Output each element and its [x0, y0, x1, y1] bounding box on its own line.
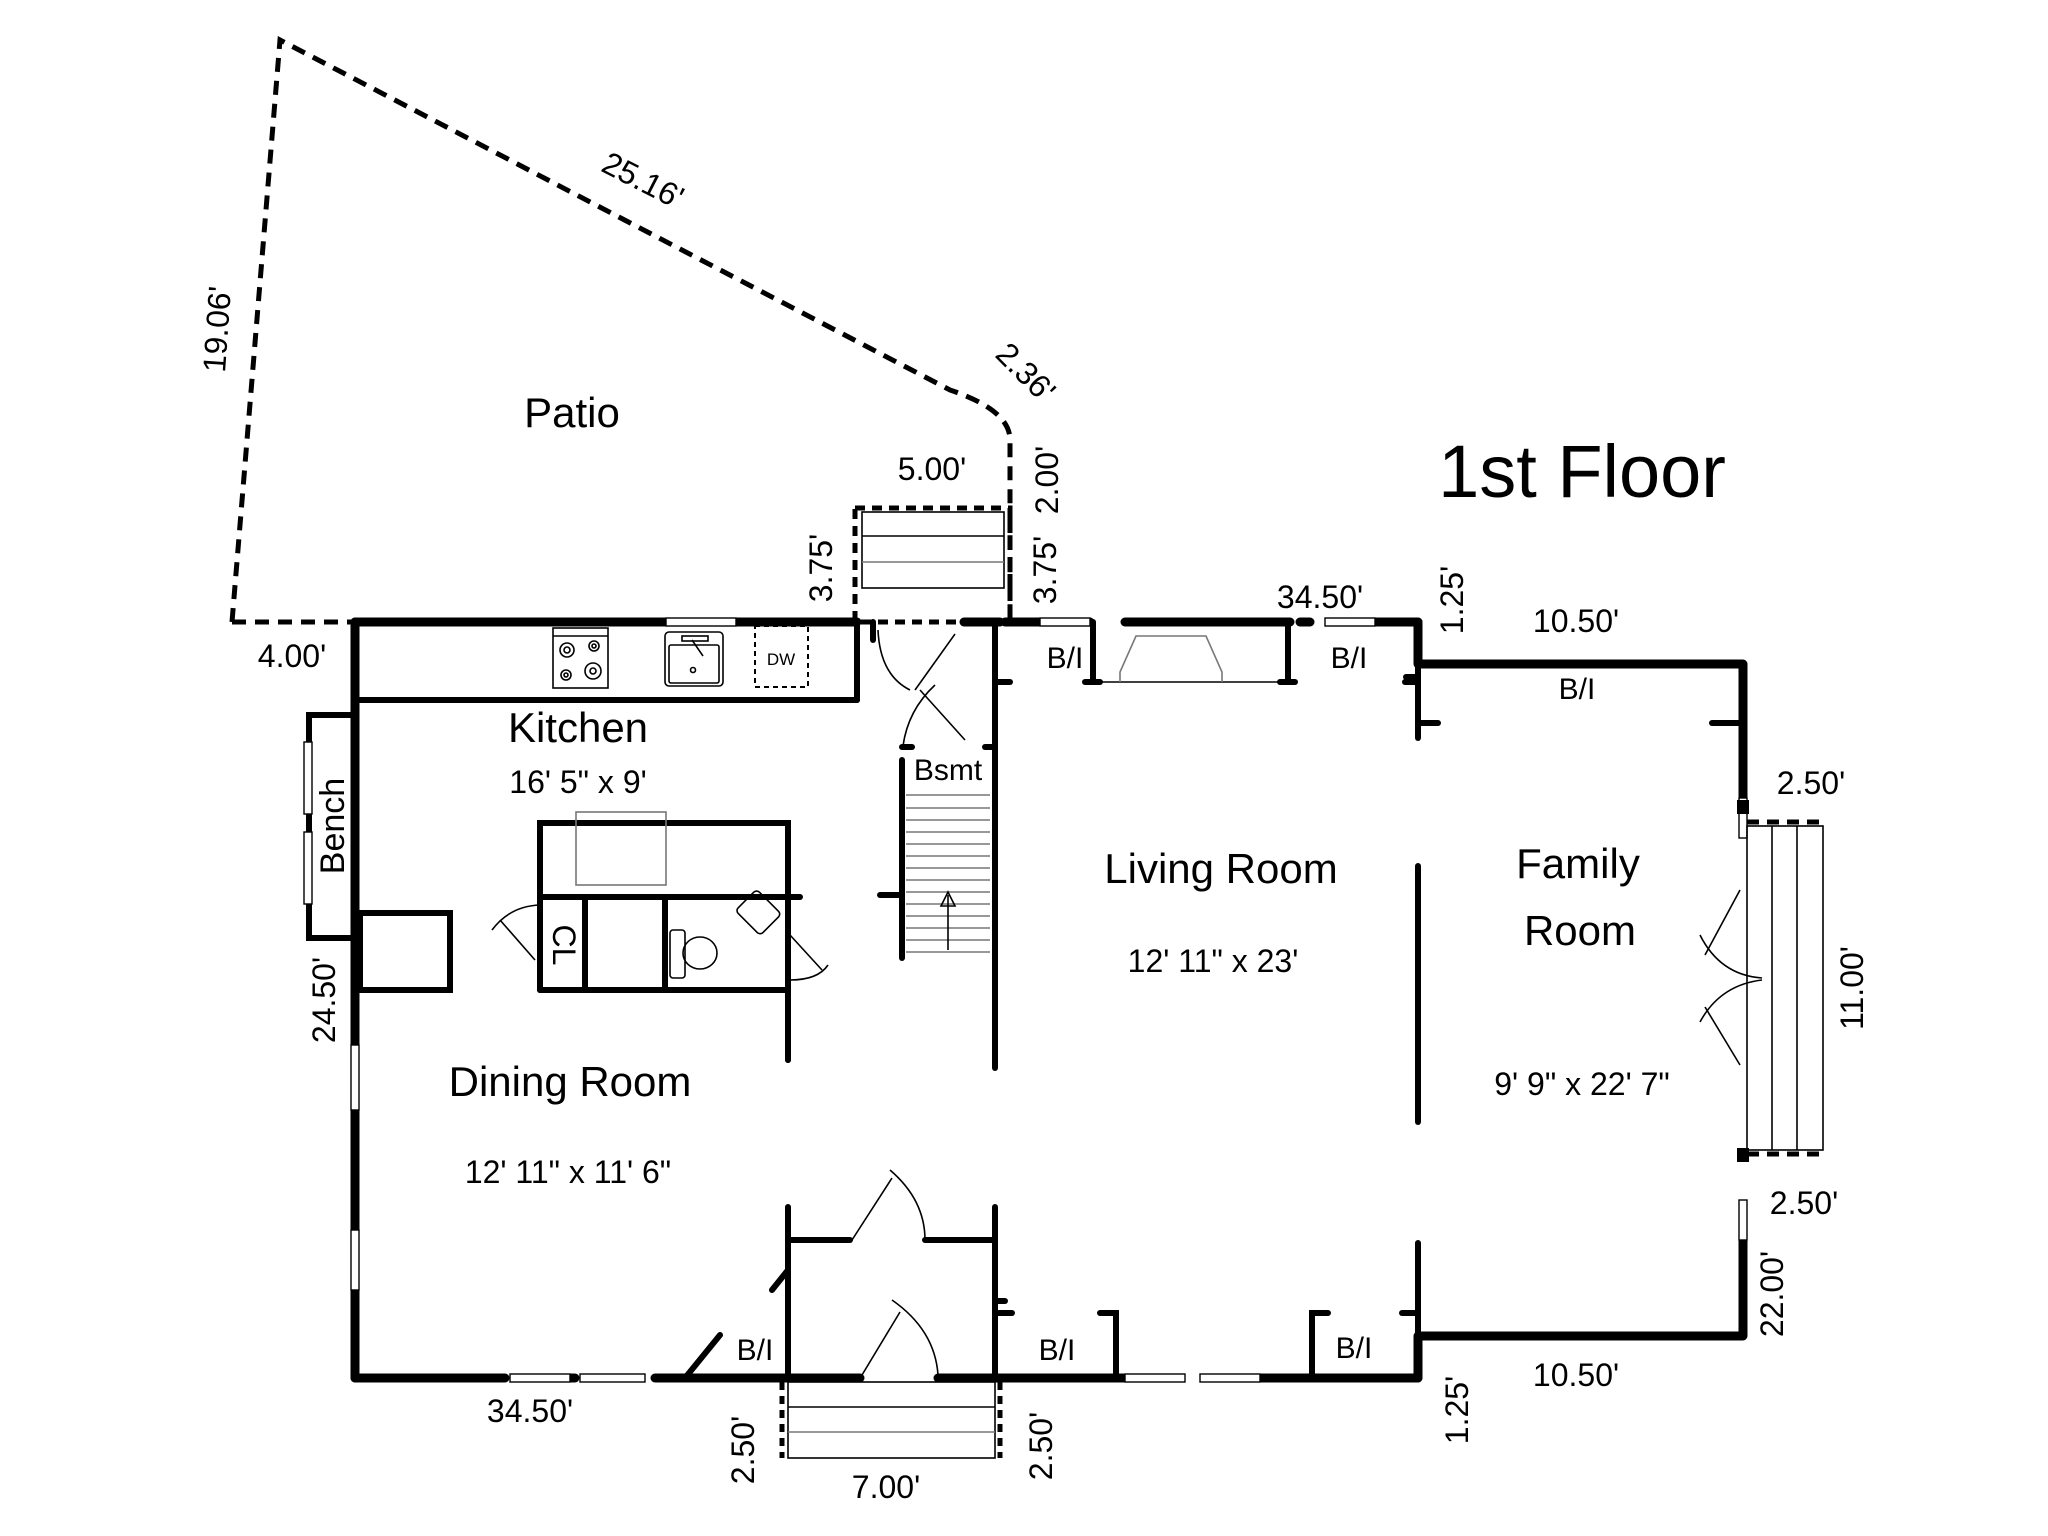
bench-label: Bench: [314, 778, 352, 874]
dim-back-step-width: 5.00': [898, 451, 966, 487]
kitchen-counter: [357, 619, 860, 703]
cabinet: [357, 910, 453, 993]
dim-patio-step-right: 2.00': [1029, 446, 1065, 514]
dim-front-step-right: 2.50': [1023, 1412, 1059, 1480]
dim-back-step-left: 3.75': [803, 534, 839, 602]
closet-label: CL: [546, 925, 582, 966]
bath-sink-icon: [736, 890, 781, 935]
built-in-label: B/I: [1047, 642, 1084, 675]
front-vestibule: [682, 1169, 1008, 1381]
dishwasher-label: DW: [767, 650, 795, 669]
dim-back-step-right: 3.75': [1027, 536, 1063, 604]
kitchen-size: 16' 5" x 9': [509, 764, 646, 800]
kitchen-label: Kitchen: [508, 704, 648, 751]
dim-family-bottom: 10.50': [1533, 1357, 1619, 1393]
bench: Bench: [303, 712, 358, 941]
living-size: 12' 11" x 23': [1128, 943, 1299, 979]
dim-bottom-jog: 1.25': [1439, 1376, 1475, 1444]
french-doors: [1699, 889, 1763, 1066]
windows: [350, 617, 1749, 1383]
basement-stairs: Bsmt: [877, 619, 998, 1071]
family-label-line2: Room: [1524, 907, 1636, 954]
dim-patio-corner: 2.36': [989, 335, 1063, 409]
built-in-label: B/I: [1331, 642, 1368, 675]
dim-patio-diagonal: 25.16': [596, 145, 689, 216]
basement-label: Bsmt: [914, 754, 983, 787]
dining-label: Dining Room: [449, 1058, 692, 1105]
dim-front-step-left: 2.50': [725, 1416, 761, 1484]
dim-patio-bottom-left: 4.00': [258, 638, 326, 674]
patio-outline: [229, 36, 1013, 625]
built-in-label: B/I: [1336, 1332, 1373, 1365]
dim-top-jog: 1.25': [1434, 566, 1470, 634]
range-icon: [552, 627, 609, 689]
fireplace-icon: [1098, 635, 1285, 683]
dim-family-top: 10.50': [1533, 603, 1619, 639]
dining-size: 12' 11" x 11' 6": [465, 1154, 671, 1190]
living-label: Living Room: [1104, 845, 1337, 892]
dim-left-wall: 24.50': [306, 957, 342, 1043]
built-in-label: B/I: [737, 1334, 774, 1367]
dishwasher: DW: [754, 625, 809, 688]
living-family-partition: [1403, 661, 1741, 1339]
built-in-label: B/I: [1559, 673, 1596, 706]
family-size: 9' 9" x 22' 7": [1494, 1066, 1669, 1102]
floor-title: 1st Floor: [1438, 430, 1726, 513]
patio-label: Patio: [524, 389, 620, 436]
family-label-line1: Family: [1516, 840, 1640, 887]
kitchen-sink-icon: [664, 631, 724, 687]
side-deck: [1746, 819, 1824, 1157]
dim-right-wall: 22.00': [1754, 1251, 1790, 1337]
dim-right-step-bottom: 2.50': [1770, 1185, 1838, 1221]
dim-bottom-wall: 34.50': [487, 1393, 573, 1429]
front-step: [779, 1381, 1003, 1459]
dim-top-wall: 34.50': [1277, 579, 1363, 615]
built-in-label: B/I: [1039, 1334, 1076, 1367]
dim-right-step-length: 11.00': [1834, 946, 1870, 1030]
living-built-ins: [992, 619, 1421, 1378]
dim-front-step-width: 7.00': [852, 1469, 920, 1505]
dim-patio-left: 19.06': [196, 285, 238, 373]
back-step: [852, 505, 1013, 625]
toilet-icon: [669, 929, 718, 979]
dim-right-step-top: 2.50': [1777, 765, 1845, 801]
half-bath-block: CL: [491, 811, 829, 1063]
back-door: [870, 619, 956, 691]
